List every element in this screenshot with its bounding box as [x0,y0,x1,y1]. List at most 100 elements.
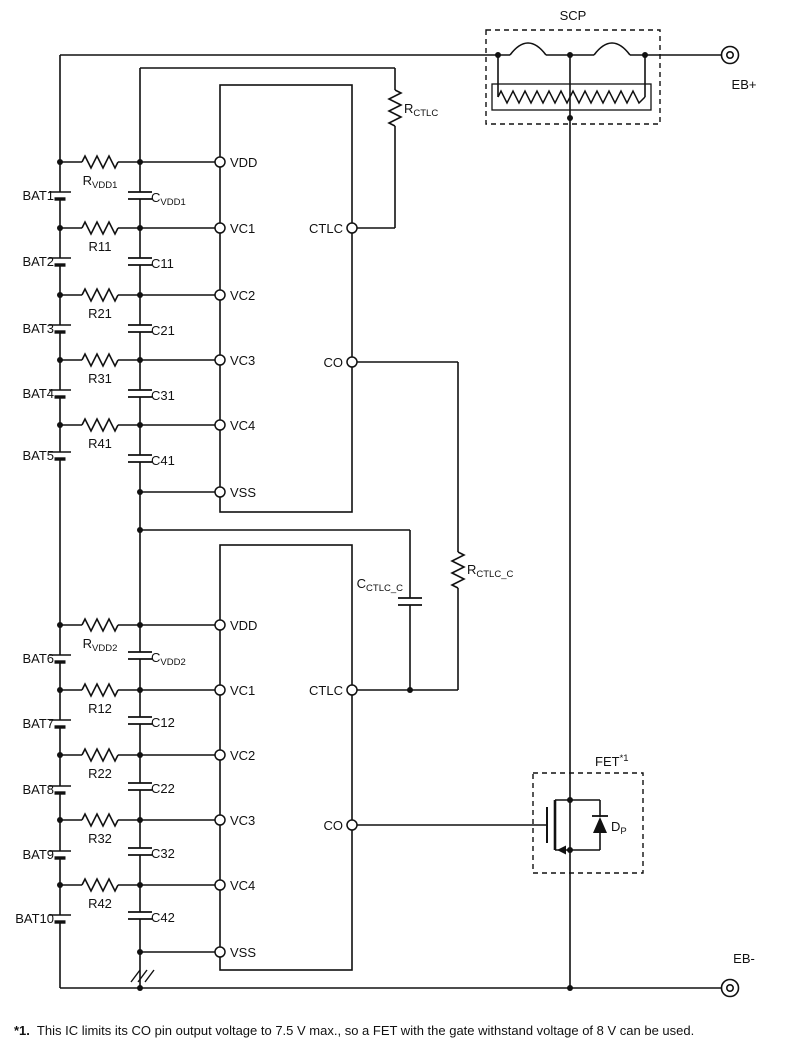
ic1-vc2-label: VC2 [230,288,255,303]
fet-label: FET*1 [595,753,629,769]
cvdd1-label: CVDD1 [151,190,186,208]
r31-label: R31 [88,371,112,386]
cctlc-c-label: CCTLC_C [357,576,403,594]
ic1-vss-label: VSS [230,485,256,500]
eb-plus-label: EB+ [732,77,757,92]
ic2-vss-label: VSS [230,945,256,960]
ic2-vdd-label: VDD [230,618,257,633]
r42-label: R42 [88,896,112,911]
resistor-r12 [81,683,119,697]
capacitor-c11 [127,257,153,266]
bat5-label: BAT5 [22,448,54,463]
ic1-pin-vss [214,486,226,498]
ic2-pin-co [346,819,358,831]
wires [59,42,722,989]
resistor-rctlc-c [451,551,465,589]
capacitor-c12 [127,716,153,725]
capacitor-c31 [127,389,153,398]
diode-triangle [593,817,607,833]
scp-dashed-box [485,29,661,125]
ic2-vc3-label: VC3 [230,813,255,828]
rvdd1-label: RVDD1 [83,173,118,191]
capacitors [127,191,423,920]
capacitor-c32 [127,847,153,856]
ic2-vc4-label: VC4 [230,878,255,893]
battery-labels: BAT1 BAT2 BAT3 BAT4 BAT5 BAT6 BAT7 BAT8 … [15,188,54,926]
ic1-pin-vc2 [214,289,226,301]
bat3-label: BAT3 [22,321,54,336]
rctlc-c-label: RCTLC_C [467,562,513,580]
scp-heater-zigzag [497,89,646,105]
c11-label: C11 [151,256,174,271]
eb-minus-label: EB- [733,951,755,966]
c12-label: C12 [151,715,175,730]
resistor-labels: RVDD1 R11 R21 R31 R41 RVDD2 R12 R22 R32 … [83,173,118,911]
resistor-rvdd2 [81,618,119,632]
eb-plus-terminal [720,45,740,65]
r12-label: R12 [88,701,112,716]
ic1-vdd-label: VDD [230,155,257,170]
tap-wires [60,161,215,953]
ic2-pin-vdd [214,619,226,631]
resistor-r31 [81,353,119,367]
resistor-rctlc [388,89,402,127]
bat8-label: BAT8 [22,782,54,797]
r32-label: R32 [88,831,112,846]
c41-label: C41 [151,453,175,468]
ic2-ctlc-label: CTLC [309,683,343,698]
cvdd2-label: CVDD2 [151,650,186,668]
rctlc-label: RCTLC [404,101,438,119]
rvdd2-label: RVDD2 [83,636,118,654]
scp-heater-box [491,83,652,111]
capacitor-cvdd1 [127,191,153,200]
ic1-co-label: CO [324,355,344,370]
ic2-pin-vc2 [214,749,226,761]
ic2-pin-labels: VDD VC1 VC2 VC3 VC4 VSS CTLC CO [230,618,343,960]
resistor-r22 [81,748,119,762]
c31-label: C31 [151,388,175,403]
ic1-vc1-label: VC1 [230,221,255,236]
bat6-label: BAT6 [22,651,54,666]
ic1-pin-vc1 [214,222,226,234]
ic-pins [214,156,358,958]
capacitor-c22 [127,782,153,791]
bat9-label: BAT9 [22,847,54,862]
ic1-pin-vdd [214,156,226,168]
r41-label: R41 [88,436,112,451]
ic1-pin-vc3 [214,354,226,366]
c42-label: C42 [151,910,175,925]
scp-label: SCP [560,8,587,23]
capacitor-labels: CVDD1 C11 C21 C31 C41 CVDD2 C12 C22 C32 … [151,190,186,925]
footnote: *1.This IC limits its CO pin output volt… [14,1023,694,1038]
capacitor-c41 [127,454,153,463]
r22-label: R22 [88,766,112,781]
ic2-pin-vss [214,946,226,958]
body-diode-dp [592,800,608,850]
ic2-pin-vc4 [214,879,226,891]
ic2-pin-vc3 [214,814,226,826]
ground-icon [130,969,155,983]
capacitor-cvdd2 [127,651,153,660]
ic1-pin-labels: VDD VC1 VC2 VC3 VC4 VSS CTLC CO [230,155,343,500]
ic2-pin-vc1 [214,684,226,696]
ic1-ctlc-label: CTLC [309,221,343,236]
resistor-r32 [81,813,119,827]
r21-label: R21 [88,306,112,321]
fuse-bump-1 [509,42,547,56]
resistor-r41 [81,418,119,432]
ic1-pin-vc4 [214,419,226,431]
ic1-pin-co [346,356,358,368]
resistor-r11 [81,221,119,235]
ic1-pin-ctlc [346,222,358,234]
bat7-label: BAT7 [22,716,54,731]
bat2-label: BAT2 [22,254,54,269]
bat1-label: BAT1 [22,188,54,203]
c32-label: C32 [151,846,175,861]
c21-label: C21 [151,323,175,338]
ic1-vc3-label: VC3 [230,353,255,368]
resistor-r21 [81,288,119,302]
dp-diode-label: DP [611,819,627,837]
fuse-bump-2 [593,42,631,56]
